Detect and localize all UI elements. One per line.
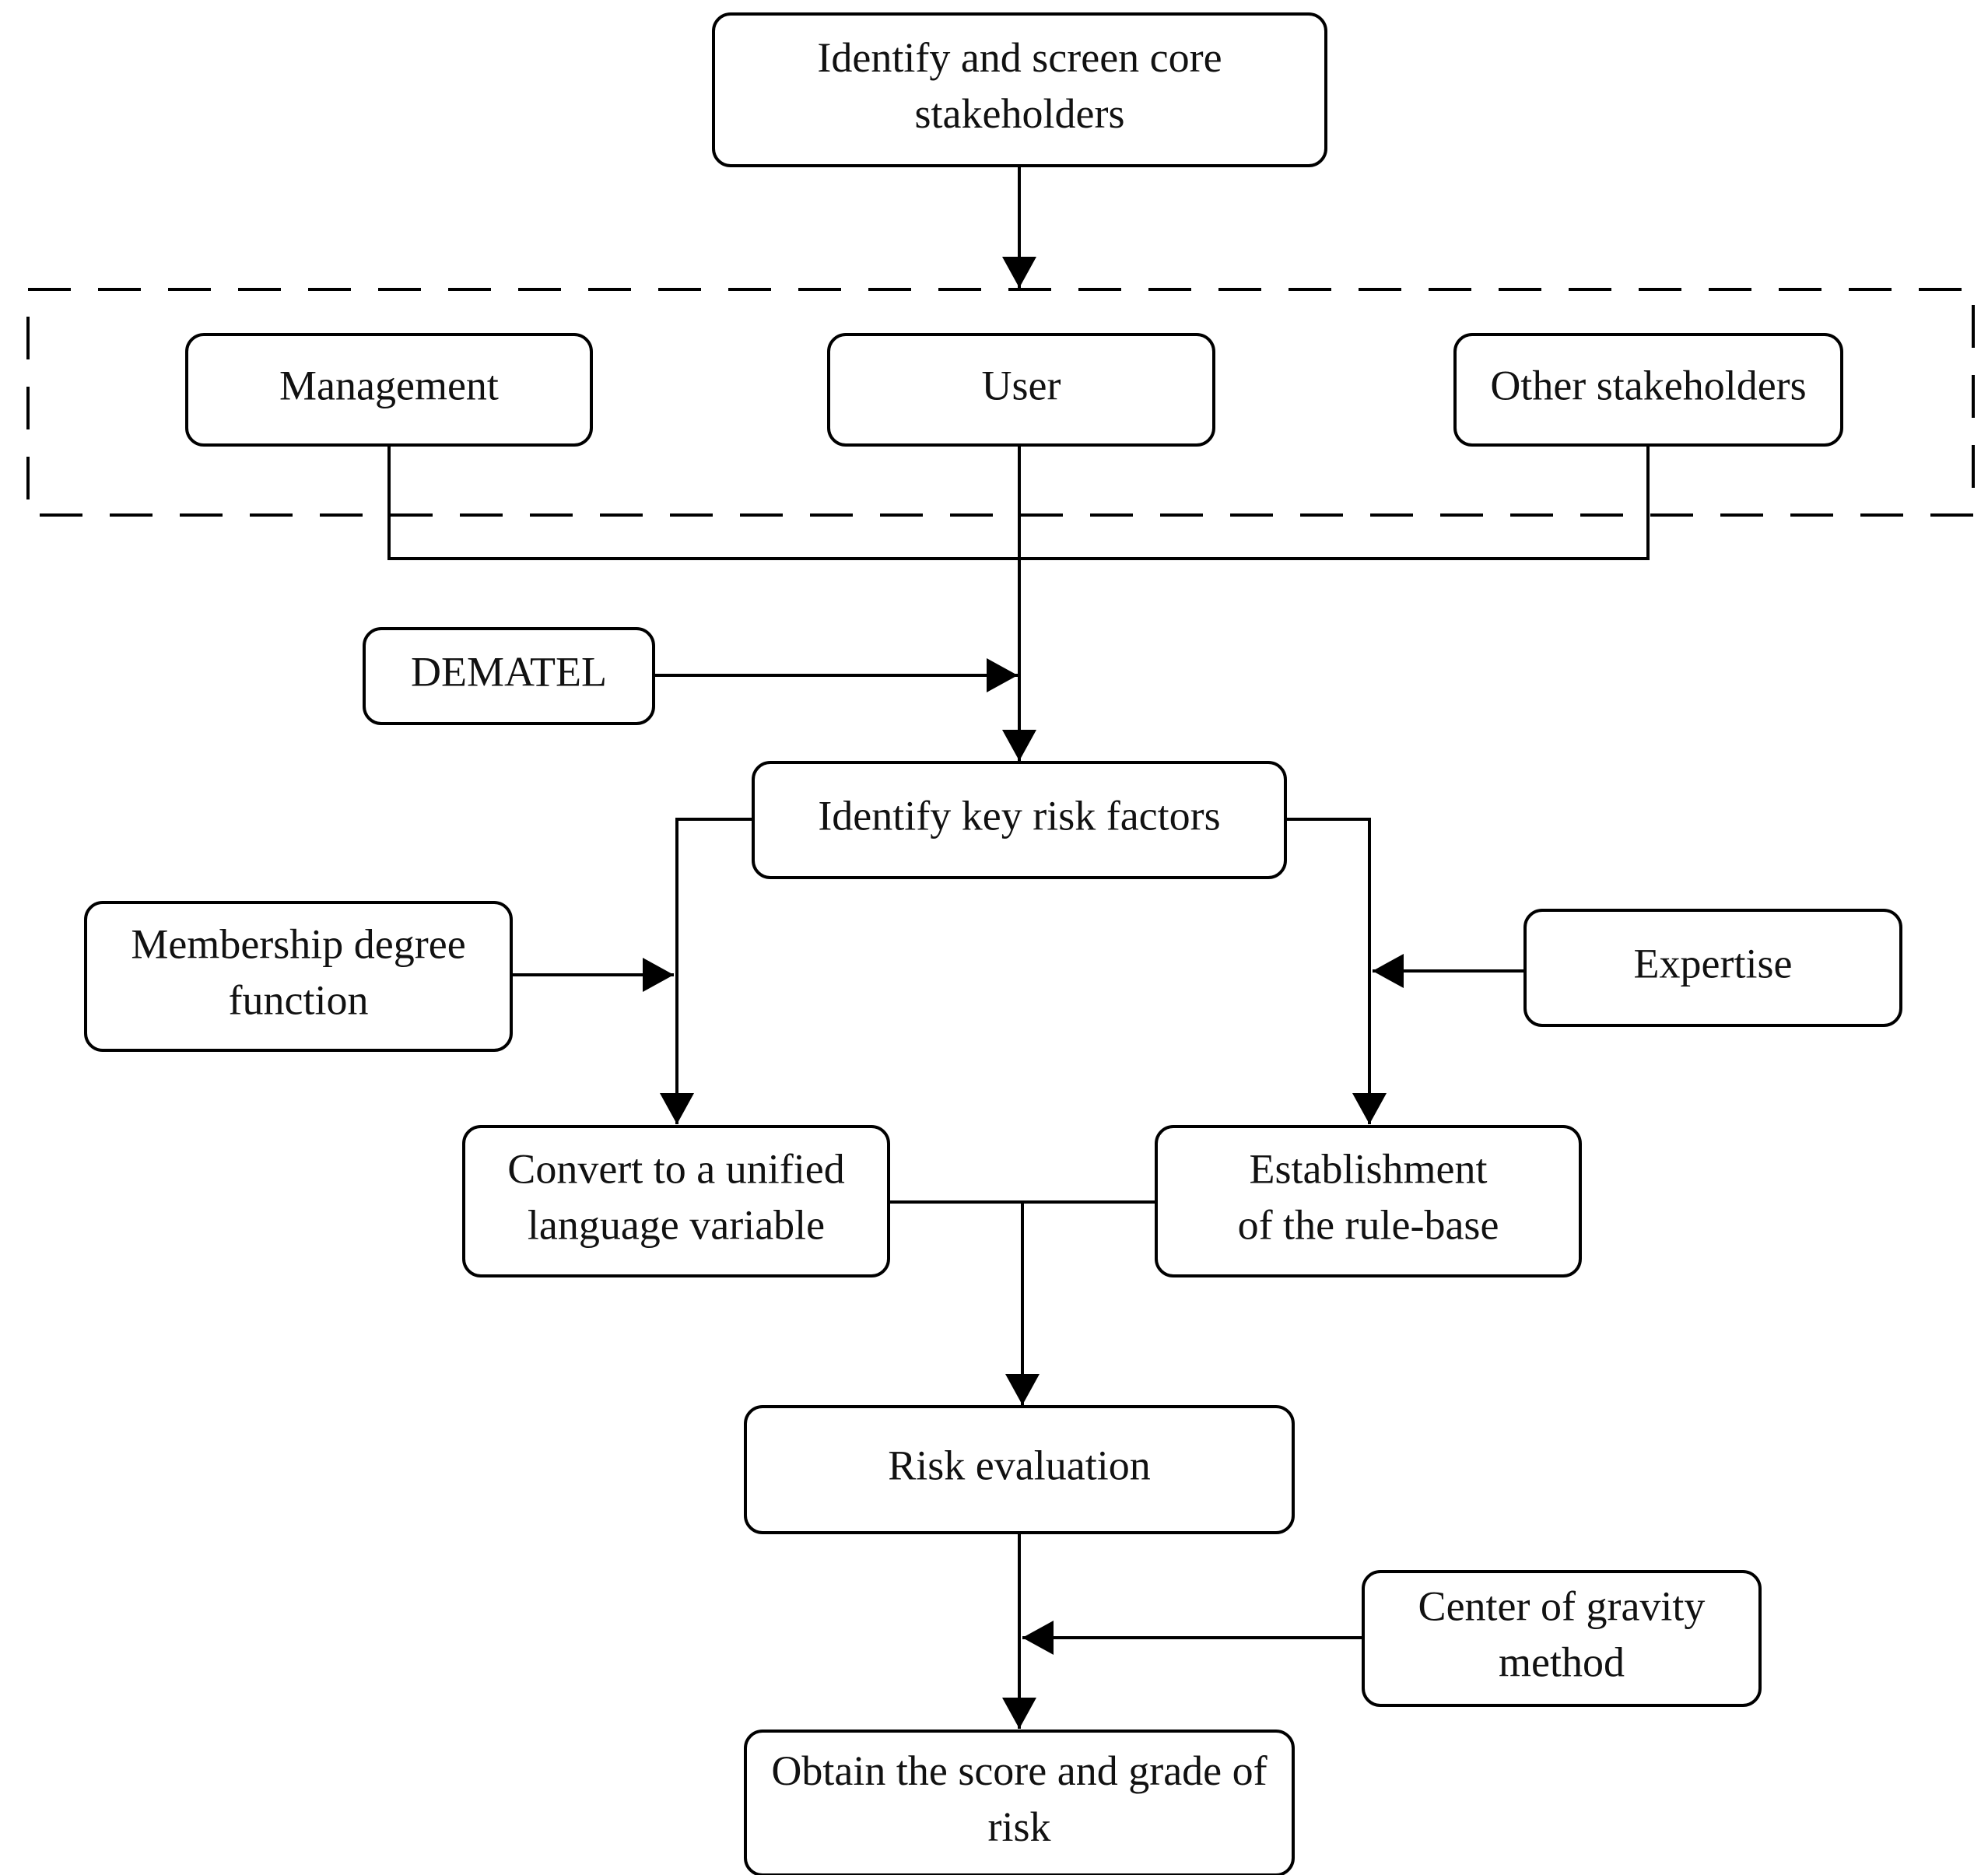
node-label: Identify key risk factors — [818, 792, 1220, 839]
node-label: risk — [988, 1803, 1051, 1850]
node-label: Center of gravity — [1418, 1582, 1706, 1629]
node-label: Obtain the score and grade of — [771, 1747, 1267, 1794]
node-label: DEMATEL — [411, 648, 607, 695]
node-box — [84, 901, 513, 1052]
node-user: User — [827, 333, 1215, 447]
node-label: User — [982, 362, 1061, 408]
edge-risk-factors-to-convert — [660, 818, 753, 1124]
node-box — [363, 627, 655, 725]
node-dematel: DEMATEL — [363, 627, 655, 725]
node-label: Establishment — [1250, 1145, 1488, 1192]
node-rule-base: Establishment of the rule-base — [1155, 1125, 1582, 1277]
node-label: Convert to a unified — [507, 1145, 844, 1192]
edges — [387, 167, 1650, 1729]
node-label: stakeholders — [915, 90, 1125, 137]
node-label: of the rule-base — [1238, 1201, 1499, 1248]
node-identify-stakeholders: Identify and screen core stakeholders — [712, 12, 1327, 167]
node-identify-risk-factors: Identify key risk factors — [752, 761, 1287, 879]
node-label: Risk evaluation — [888, 1442, 1150, 1488]
node-box — [1155, 1125, 1582, 1277]
node-label: Expertise — [1634, 940, 1793, 987]
node-expertise: Expertise — [1523, 909, 1902, 1027]
node-box — [712, 12, 1327, 167]
node-box — [1362, 1570, 1762, 1707]
node-label: method — [1499, 1638, 1625, 1685]
node-box — [827, 333, 1215, 447]
node-box — [752, 761, 1287, 879]
node-label: Identify and screen core — [817, 34, 1222, 81]
node-center-of-gravity: Center of gravity method — [1362, 1570, 1762, 1707]
nodes: Identify and screen core stakeholdersMana… — [84, 12, 1902, 1875]
node-box — [462, 1125, 890, 1277]
stakeholder-group-box — [26, 288, 1975, 517]
node-label: Other stakeholders — [1490, 362, 1806, 408]
node-membership-function: Membership degree function — [84, 901, 513, 1052]
node-box — [1523, 909, 1902, 1027]
node-box — [744, 1730, 1295, 1875]
node-management: Management — [185, 333, 593, 447]
node-label: language variable — [528, 1201, 825, 1248]
node-box — [1453, 333, 1843, 447]
node-convert-language: Convert to a unified language variable — [462, 1125, 890, 1277]
node-other-stakeholders: Other stakeholders — [1453, 333, 1843, 447]
node-box — [744, 1405, 1295, 1534]
node-label: Membership degree — [131, 920, 465, 967]
node-label: Management — [279, 362, 499, 408]
edge-risk-factors-to-rule-base — [1285, 818, 1387, 1124]
node-box — [185, 333, 593, 447]
node-risk-evaluation: Risk evaluation — [744, 1405, 1295, 1534]
node-score-grade: Obtain the score and grade of risk — [744, 1730, 1295, 1875]
node-label: function — [229, 976, 369, 1023]
